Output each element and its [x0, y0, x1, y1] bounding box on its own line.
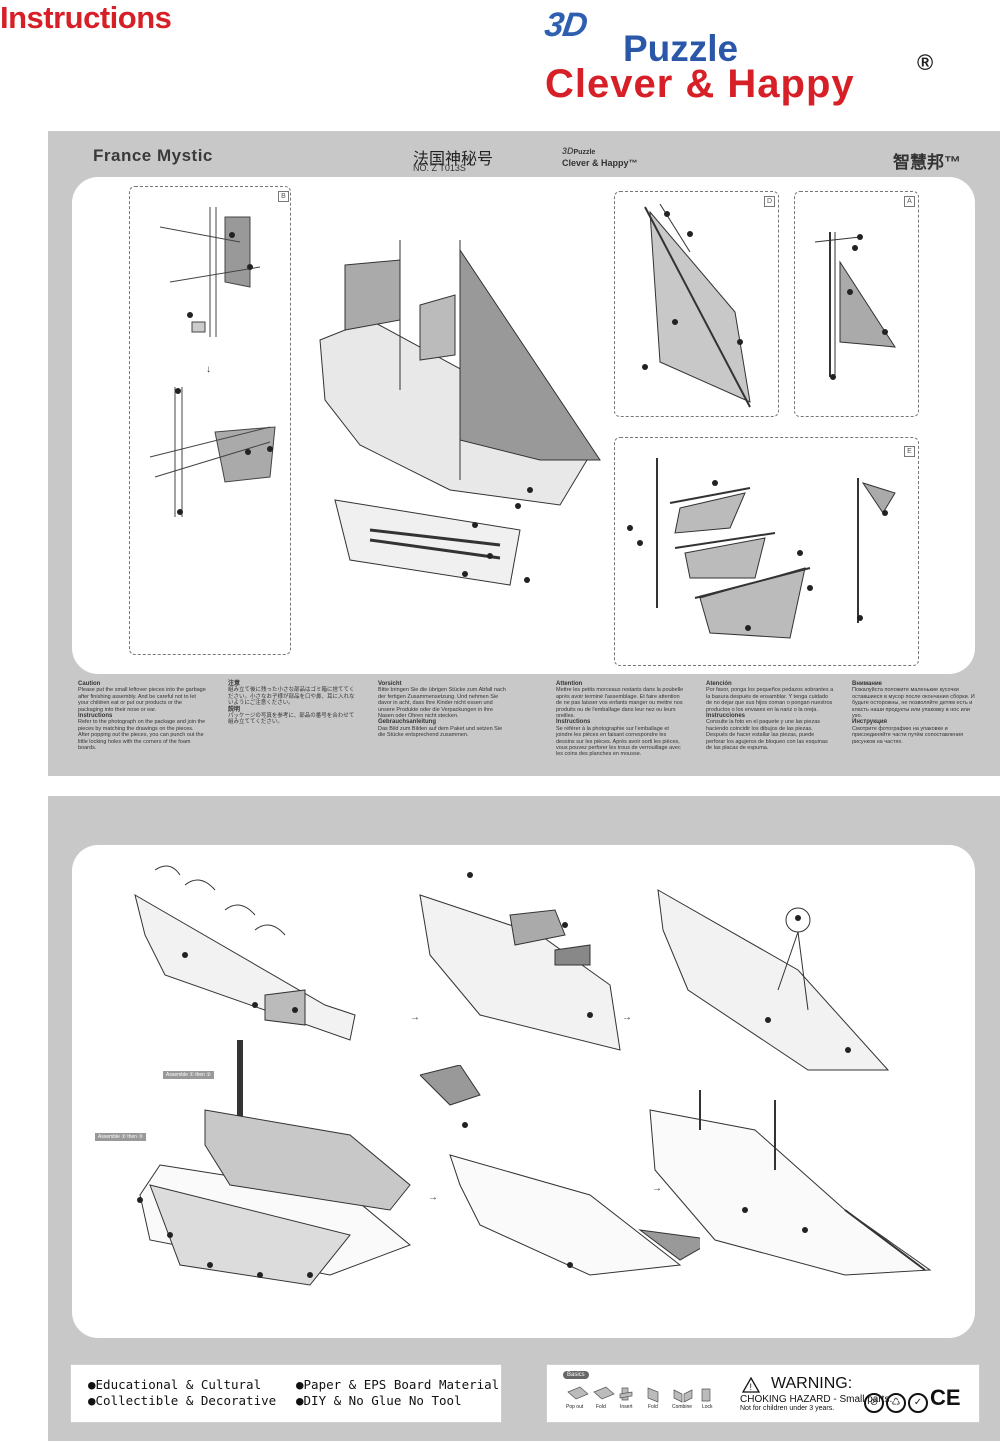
yard-sails-diagram-e — [627, 458, 896, 639]
caution-text-ja: 組み立て後に残った小さな部品はゴミ箱に捨ててください。小さなお子様が部品を口や鼻… — [228, 687, 355, 707]
caution-title-de: Vorsicht — [378, 681, 402, 687]
basic-step-label: Pop out — [566, 1404, 584, 1410]
caution-title-ja: 注意 — [228, 681, 241, 687]
recycle-icon: ♺ — [886, 1393, 906, 1413]
instructions-russian: Внимание Пожалуйста положите маленькие к… — [852, 681, 980, 745]
hull-frame-diagram-1 — [134, 865, 356, 1041]
logo-3d: 3D — [542, 6, 590, 44]
model-number: NO. Z T013S — [413, 163, 466, 173]
step-label-e: E — [904, 446, 915, 457]
mini-logo-3d: 3D — [562, 146, 574, 156]
completed-hull-diagram — [649, 1090, 932, 1276]
instructions-french: Attention Mettre les petits morceaux res… — [556, 681, 684, 758]
step-arrow-icon: → — [410, 1012, 420, 1023]
warning-triangle-icon: ! — [742, 1377, 760, 1393]
feature-diy: ●DIY & No Glue No Tool — [296, 1393, 462, 1408]
caution-text-en: Please put the small leftover pieces int… — [78, 687, 206, 713]
instructions-english: Caution Please put the small leftover pi… — [78, 681, 206, 751]
brand-mark-chinese: 智慧邦™ — [893, 153, 961, 172]
ship-name: France Mystic — [93, 146, 213, 165]
instructions-title-de: Gebrauchsanleitung — [378, 719, 437, 726]
mini-logo-puzzle: Puzzle — [573, 149, 596, 156]
sail-diagram-d — [642, 203, 751, 408]
caution-text-es: Por favor, ponga los pequeños pedazos so… — [706, 687, 834, 713]
instructions-title-ja: 説明 — [228, 706, 241, 713]
hull-frame-diagram-3 — [657, 889, 890, 1071]
basic-step-label: Lock — [702, 1404, 713, 1410]
age-warning-text: Not for children under 3 years. — [740, 1405, 835, 1412]
caution-text-de: Bitte bringen Sie die übrigen Stücke zum… — [378, 687, 506, 720]
basic-step-label: Insert — [620, 1404, 633, 1410]
assemble-label: Assemble ② then ③ — [95, 1133, 146, 1141]
choking-hazard-text: CHOKING HAZARD - Small parts. — [740, 1394, 893, 1405]
no-small-children-icon: ⊘ — [864, 1393, 884, 1413]
svg-text:↓: ↓ — [206, 364, 211, 375]
step-arrow-icon: → — [622, 1012, 632, 1023]
hull-frame-diagram-2 — [419, 872, 621, 1051]
basic-steps-row: Pop out Fold Insert Fold Combine Lock — [566, 1384, 716, 1412]
feature-collectible: ●Collectible & Decorative — [88, 1393, 277, 1408]
hull-planking-diagram — [137, 1040, 411, 1286]
brand-logo: 3D Puzzle Clever & Happy ® — [542, 0, 965, 110]
instructions-text-en: Refer to the photograph on the package a… — [78, 719, 206, 752]
step-label-a: A — [904, 196, 915, 207]
registered-mark: ® — [917, 50, 934, 75]
caution-text-fr: Mettre les petits morceaux restants dans… — [556, 687, 684, 720]
instructions-spanish: Atención Por favor, ponga los pequeños p… — [706, 681, 834, 751]
step-box-b: B ↓ — [129, 186, 291, 655]
step-box-d: D — [614, 191, 779, 417]
instructions-title-en: Instructions — [78, 713, 113, 720]
step-box-e: E — [614, 437, 919, 666]
ship-name-chinese: 法国神秘号 — [413, 149, 494, 168]
instructions-title-ru: Инструкция — [852, 719, 888, 726]
caution-title-fr: Attention — [556, 681, 583, 687]
instructions-title-es: Instrucciones — [706, 713, 746, 720]
basics-warning-box — [546, 1364, 980, 1423]
instructions-text-ru: Смотрите фотографию на упаковке и присое… — [852, 725, 964, 745]
caution-title-en: Caution — [78, 681, 101, 687]
caution-title-es: Atención — [706, 681, 732, 687]
basic-step-label: Combine — [672, 1404, 693, 1410]
caution-title-ru: Внимание — [852, 681, 882, 687]
feature-educational: ●Educational & Cultural — [88, 1377, 262, 1392]
step-label-b: B — [278, 191, 289, 202]
caution-text-ru: Пожалуйста положите маленькие кусочки ос… — [852, 687, 975, 720]
features-box — [70, 1364, 502, 1423]
logo-puzzle: Puzzle — [623, 28, 739, 69]
basic-step-label: Fold — [596, 1404, 606, 1410]
instructions-text-es: Consulte la foto en el paquete y une las… — [706, 719, 828, 752]
instructions-text-ja: パッケージの写真を参考に、部品の番号を合わせて組み立ててください。 — [228, 713, 355, 726]
mini-logo: 3DPuzzle Clever & Happy™ — [562, 146, 638, 169]
instructions-german: Vorsicht Bitte bringen Sie die übrigen S… — [378, 681, 506, 739]
hull-deck-diagram — [420, 1065, 700, 1276]
basic-steps-icons — [567, 1386, 711, 1403]
ce-mark: CE — [930, 1385, 961, 1410]
logo-clever-happy: Clever & Happy — [545, 62, 855, 106]
step-label-d: D — [764, 196, 775, 207]
step-arrow-icon: → — [428, 1192, 438, 1203]
instructions-text-fr: Se référer à la photographie sur l'embal… — [556, 725, 681, 758]
mast-diagram-a — [814, 232, 896, 380]
instructions-title-fr: Instructions — [556, 719, 591, 726]
basics-badge: Basics — [563, 1371, 589, 1379]
warning-heading: WARNING: — [771, 1375, 853, 1392]
basic-step-label: Fold — [648, 1404, 658, 1410]
svg-text:!: ! — [750, 1382, 753, 1392]
step-arrow-icon: → — [652, 1183, 662, 1194]
feature-material: ●Paper & EPS Board Material — [296, 1377, 500, 1392]
eco-icon: ✓ — [908, 1393, 928, 1413]
mast-assembly-diagram-b: ↓ — [149, 207, 276, 517]
page-title: Instructions — [0, 0, 172, 35]
step-box-a: A — [794, 191, 919, 417]
assemble-label: Assemble ① then ② — [163, 1071, 214, 1079]
instructions-text-de: Das Bild zum Bilden auf dem Paket und se… — [378, 725, 503, 739]
mini-logo-brand: Clever & Happy™ — [562, 158, 638, 168]
instructions-japanese: 注意 組み立て後に残った小さな部品はゴミ箱に捨ててください。小さなお子様が部品を… — [228, 681, 356, 726]
ship-main-diagram — [319, 240, 601, 586]
